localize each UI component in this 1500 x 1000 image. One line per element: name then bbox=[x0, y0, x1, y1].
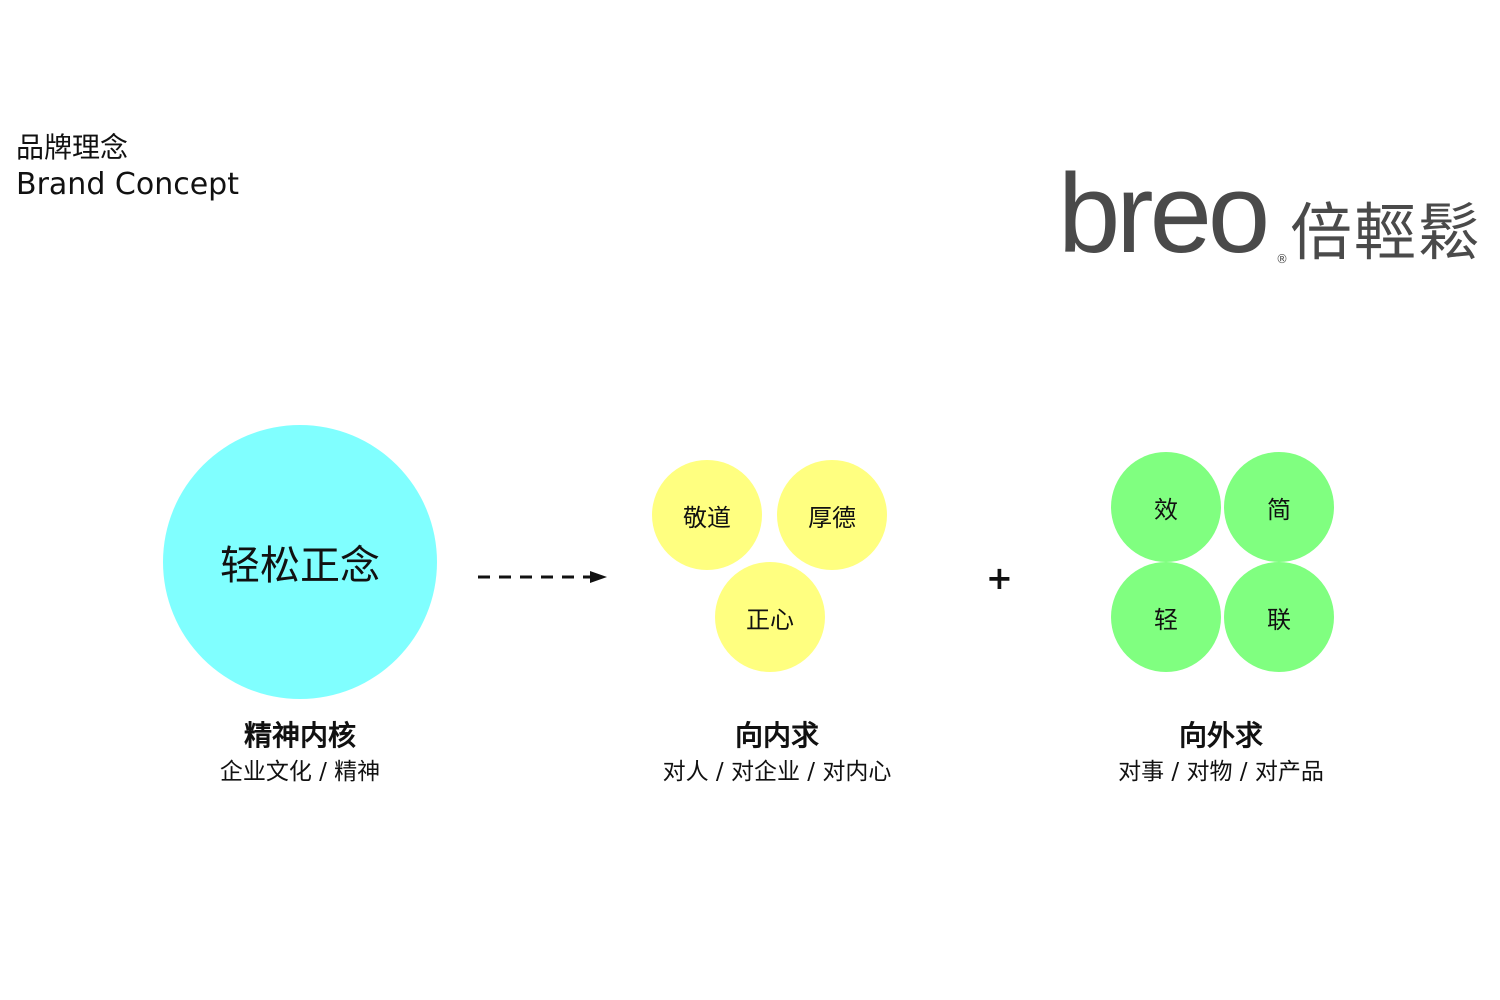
outer-circle-lian: 联 bbox=[1224, 562, 1334, 672]
section-title-cn: 品牌理念 bbox=[16, 131, 129, 164]
inner-circle-text: 敬道 bbox=[683, 503, 731, 532]
core-subtitle: 企业文化 / 精神 bbox=[219, 759, 381, 785]
inner-circle-houde: 厚德 bbox=[777, 460, 887, 570]
breo-logo: breo ® 倍輕鬆 bbox=[1058, 154, 1488, 280]
core-title: 精神内核 bbox=[243, 719, 356, 752]
outer-title: 向外求 bbox=[1178, 719, 1263, 752]
inner-title: 向内求 bbox=[734, 719, 819, 752]
outer-circle-text: 简 bbox=[1267, 495, 1291, 524]
logo-wordmark: breo bbox=[1058, 151, 1270, 276]
inner-circle-text: 厚德 bbox=[808, 503, 856, 532]
outer-circle-xiao: 效 bbox=[1111, 452, 1221, 562]
inner-circle-zhengxin: 正心 bbox=[715, 562, 825, 672]
logo-chinese: 倍輕鬆 bbox=[1290, 196, 1483, 269]
inner-label: 向内求 对人 / 对企业 / 对内心 bbox=[577, 718, 977, 788]
outer-label: 向外求 对事 / 对物 / 对产品 bbox=[1021, 718, 1421, 788]
registered-mark: ® bbox=[1276, 252, 1288, 266]
section-title-en: Brand Concept bbox=[16, 167, 239, 202]
plus-sign: + bbox=[986, 559, 1013, 597]
outer-circle-text: 联 bbox=[1267, 605, 1291, 634]
core-circle-text: 轻松正念 bbox=[220, 543, 380, 589]
outer-circle-text: 效 bbox=[1154, 495, 1178, 524]
dashed-arrow-icon bbox=[478, 571, 607, 583]
inner-subtitle: 对人 / 对企业 / 对内心 bbox=[662, 759, 892, 785]
outer-subtitle: 对事 / 对物 / 对产品 bbox=[1118, 759, 1324, 785]
inner-circle-jingdao: 敬道 bbox=[652, 460, 762, 570]
core-circle: 轻松正念 bbox=[163, 425, 437, 699]
inner-circle-text: 正心 bbox=[746, 605, 794, 634]
outer-circle-jian: 简 bbox=[1224, 452, 1334, 562]
core-label: 精神内核 企业文化 / 精神 bbox=[100, 718, 500, 788]
outer-circle-qing: 轻 bbox=[1111, 562, 1221, 672]
outer-circle-text: 轻 bbox=[1154, 605, 1178, 634]
